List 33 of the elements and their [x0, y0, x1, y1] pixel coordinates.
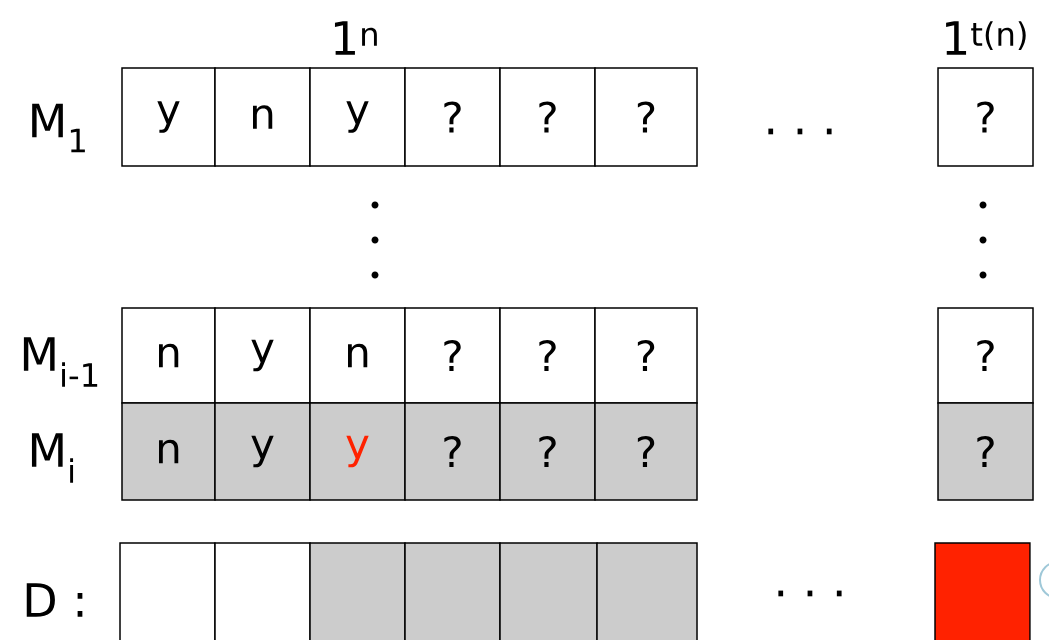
table-cell: y — [309, 402, 406, 501]
empty-cell — [119, 542, 216, 640]
row-label: D : — [26, 583, 83, 617]
ellipsis: · · · — [768, 128, 832, 135]
table-cell: n — [121, 307, 216, 404]
table-cell: ? — [499, 67, 596, 167]
row-label: M$_{i-1}$ — [23, 337, 98, 387]
table-cell: y — [214, 307, 311, 404]
table-cell: ? — [594, 307, 698, 404]
table-cell: ? — [404, 307, 501, 404]
column-label: 1$^{n}$ — [334, 21, 377, 55]
table-cell: y — [309, 67, 406, 167]
table-cell: y — [121, 67, 216, 167]
table-cell: ? — [937, 307, 1034, 404]
table-cell: ? — [594, 402, 698, 501]
table-cell: ? — [499, 307, 596, 404]
table-cell: n — [309, 307, 406, 404]
table-cell: ? — [404, 67, 501, 167]
table-cell: ? — [937, 67, 1034, 167]
row-label: M$_{i}$ — [31, 433, 74, 483]
ellipsis: · · · — [778, 590, 842, 597]
table-cell: n — [121, 402, 216, 501]
table-cell: y — [214, 402, 311, 501]
empty-cell — [309, 542, 406, 640]
table-cell: ? — [404, 402, 501, 501]
empty-cell — [214, 542, 311, 640]
empty-cell — [404, 542, 501, 640]
table-cell: n — [214, 67, 311, 167]
empty-cell — [934, 542, 1031, 640]
table-cell: ? — [594, 67, 698, 167]
table-cell: ? — [499, 402, 596, 501]
row-label: M$_{1}$ — [32, 103, 85, 153]
table-cell: ? — [937, 402, 1034, 501]
